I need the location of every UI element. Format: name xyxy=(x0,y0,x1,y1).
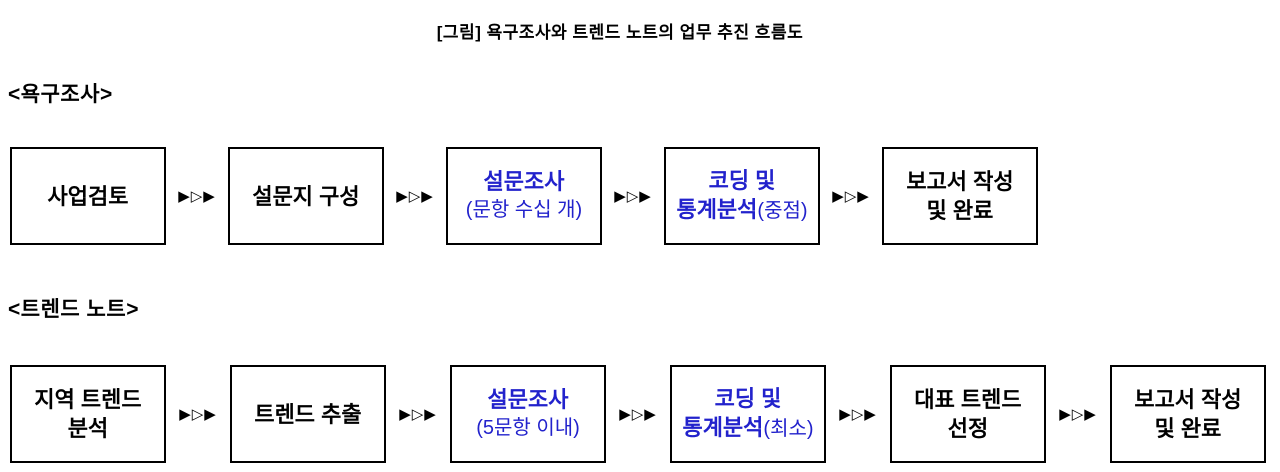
flow-box-label: 보고서 작성 xyxy=(1134,387,1242,412)
flow-box-label-2: 및 완료 xyxy=(926,198,994,223)
flow-box-label-2: 분석 xyxy=(67,416,109,441)
flow-box-label-paren: (중점) xyxy=(757,200,808,222)
section-label-trend-note: <트렌드 노트> xyxy=(8,298,139,321)
flow-box-report: 보고서 작성 및 완료 xyxy=(882,147,1038,245)
flow-box-label: 트렌드 추출 xyxy=(254,401,362,427)
flow-box-label: 대표 트렌드 xyxy=(914,387,1022,412)
flow-box-label-main: 통계분석 xyxy=(682,415,764,440)
flow-box-sublabel: (문항 수십 개) xyxy=(465,199,583,221)
flow-box-coding-analysis: 코딩 및 통계분석(최소) xyxy=(670,365,826,463)
flow-box-representative-trend-selection: 대표 트렌드 선정 xyxy=(890,365,1046,463)
flow-box-label-main: 통계분석 xyxy=(676,197,758,222)
flow-arrow-icon: ▶▷▶ xyxy=(396,188,434,205)
flow-box-sublabel: (5문항 이내) xyxy=(476,417,580,439)
flow-arrow-icon: ▶▷▶ xyxy=(832,188,870,205)
flow-box-report: 보고서 작성 및 완료 xyxy=(1110,365,1266,463)
flow-arrow-icon: ▶▷▶ xyxy=(179,406,217,423)
flow-box-label-2: 및 완료 xyxy=(1154,416,1222,441)
flow-box-label-2: 선정 xyxy=(947,416,989,441)
flow-arrow-icon: ▶▷▶ xyxy=(839,406,877,423)
flow-box-label: 코딩 및 xyxy=(714,386,782,411)
flow-arrow-icon: ▶▷▶ xyxy=(1059,406,1097,423)
flow-box-label-2: 통계분석(중점) xyxy=(676,195,807,226)
flow-box-label: 보고서 작성 xyxy=(906,169,1014,194)
flow-box-label: 지역 트렌드 xyxy=(34,387,142,412)
diagram-title: [그림] 욕구조사와 트렌드 노트의 업무 추진 흐름도 xyxy=(436,23,804,42)
flow-box-label-2: 통계분석(최소) xyxy=(682,413,813,444)
flow-box-business-review: 사업검토 xyxy=(10,147,166,245)
flow-box-label: 설문지 구성 xyxy=(252,183,360,209)
flow-arrow-icon: ▶▷▶ xyxy=(399,406,437,423)
flow-arrow-icon: ▶▷▶ xyxy=(614,188,652,205)
flow-arrow-icon: ▶▷▶ xyxy=(178,188,216,205)
flow-box-label: 코딩 및 xyxy=(708,168,776,193)
flow-box-survey: 설문조사 (5문항 이내) xyxy=(450,365,606,463)
section-label-needs-survey: <욕구조사> xyxy=(8,83,113,106)
flow-box-questionnaire-design: 설문지 구성 xyxy=(228,147,384,245)
flow-box-region-trend-analysis: 지역 트렌드 분석 xyxy=(10,365,166,463)
flow-arrow-icon: ▶▷▶ xyxy=(619,406,657,423)
flow-box-survey: 설문조사 (문항 수십 개) xyxy=(446,147,602,245)
flow-box-label: 설문조사 xyxy=(483,169,565,194)
flow-box-label: 설문조사 xyxy=(487,387,569,412)
flow-box-label: 사업검토 xyxy=(47,183,129,209)
flow-box-trend-extraction: 트렌드 추출 xyxy=(230,365,386,463)
flow-box-label-paren: (최소) xyxy=(763,418,814,440)
flow-box-coding-analysis: 코딩 및 통계분석(중점) xyxy=(664,147,820,245)
flow-row-needs-survey: 사업검토 ▶▷▶ 설문지 구성 ▶▷▶ 설문조사 (문항 수십 개) ▶▷▶ 코… xyxy=(10,147,1038,245)
flow-row-trend-note: 지역 트렌드 분석 ▶▷▶ 트렌드 추출 ▶▷▶ 설문조사 (5문항 이내) ▶… xyxy=(10,365,1266,463)
